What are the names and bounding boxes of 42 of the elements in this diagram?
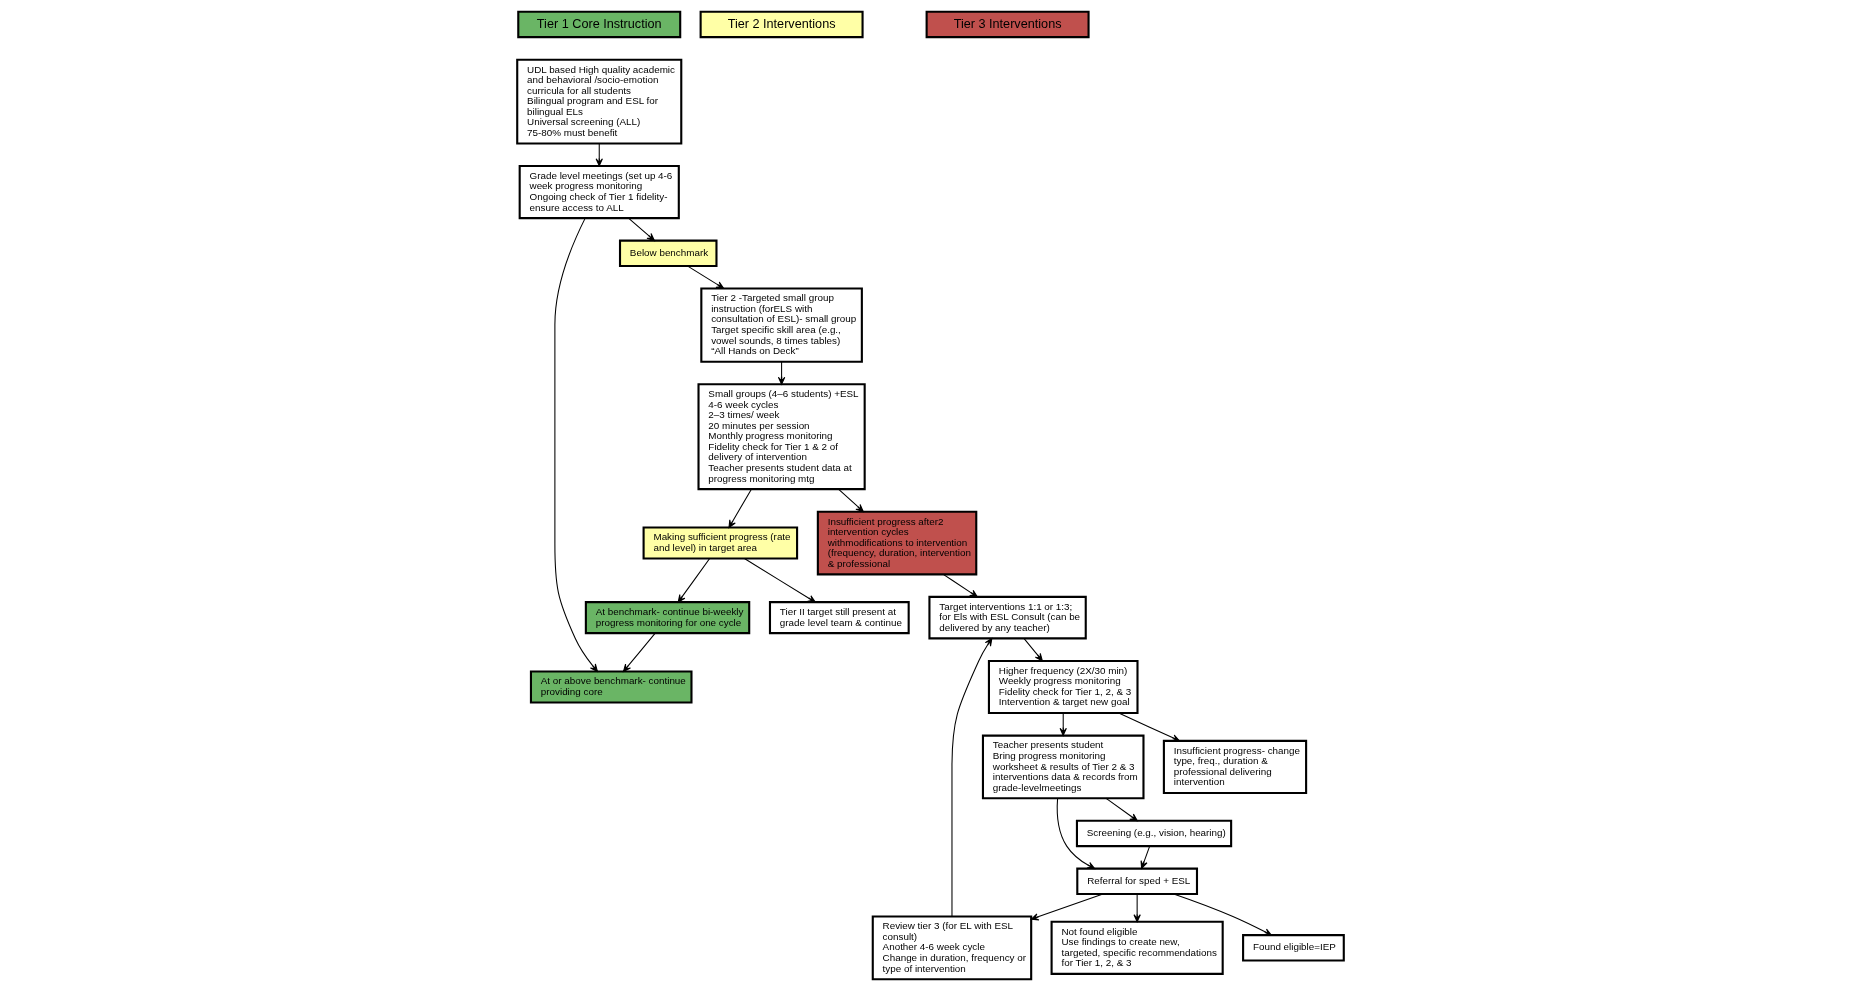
node-box: Small groups (4–6 students) +ESL 4-6 week cycles 2–3 times/ week 20 minutes per session Monthly progress monitoring Fidelity check for Tier 1 & 2 of delivery of intervention Teacher presents student data at progress monitoring mtg bbox=[696, 382, 866, 490]
node-box: Tier 2 Interventions bbox=[699, 10, 864, 38]
arrow bbox=[1059, 712, 1067, 736]
arrow bbox=[1104, 797, 1138, 821]
node-box: Referral for sped + ESL bbox=[1075, 867, 1198, 895]
arrow bbox=[837, 488, 864, 512]
arrow bbox=[743, 557, 816, 603]
arrow bbox=[1030, 893, 1103, 920]
arrow bbox=[950, 637, 992, 917]
node-box: Tier 2 -Targeted small group instruction (forELS with consultation of ESL)- small group Target specific skill area (e.g., vowel sounds, 8 times tables) “All Hands on Deck” bbox=[699, 286, 863, 363]
node-box: Review tier 3 (for EL with ESL consult) Another 4-6 week cycle Change in duration, frequency or type of intervention bbox=[871, 914, 1032, 980]
arrow bbox=[1132, 893, 1141, 922]
arrow bbox=[677, 557, 710, 603]
node-box: At benchmark- continue bi-weekly progress monitoring for one cycle bbox=[584, 600, 750, 634]
node-box: At or above benchmark- continue providing core bbox=[529, 669, 693, 704]
node-box: Screening (e.g., vision, hearing) bbox=[1075, 819, 1232, 847]
node-box: Teacher presents student Bring progress monitoring worksheet & results of Tier 2 & 3 interventions data & records from grade-levelmeetings bbox=[981, 734, 1145, 799]
node-box: Tier 3 Interventions bbox=[925, 10, 1090, 38]
arrow bbox=[942, 573, 978, 597]
arrow bbox=[686, 265, 724, 289]
arrow bbox=[622, 632, 656, 672]
arrow bbox=[627, 217, 655, 241]
arrow bbox=[1172, 893, 1272, 936]
arrow bbox=[1117, 712, 1180, 741]
node-box: Insufficient progress after2 intervention cycles withmodifications to intervention (frequency, duration, intervention & professional bbox=[816, 510, 977, 575]
node-box: Found eligible=IEP bbox=[1241, 933, 1345, 962]
arrow bbox=[777, 360, 785, 385]
arrow bbox=[1023, 637, 1043, 661]
node-box: Tier 1 Core Instruction bbox=[516, 10, 681, 38]
node-box: Grade level meetings (set up 4-6 week progress monitoring Ongoing check of Tier 1 fidelity- ensure access to ALL bbox=[518, 164, 680, 219]
node-box: Insufficient progress- change type, freq., duration & professional delivering intervention bbox=[1162, 739, 1307, 794]
node-box: Making sufficient progress (rate and level) in target area bbox=[642, 525, 798, 560]
arrow bbox=[1056, 797, 1095, 869]
node-box: Tier II target still present at grade level team & continue bbox=[768, 600, 910, 634]
node-box: UDL based High quality academic and behavioral /socio-emotion curricula for all students Bilingual program and ESL for bilingual ELs Universal screening (ALL) 75-80% must benefit bbox=[515, 58, 682, 145]
node-box: Higher frequency (2X/30 min) Weekly progress monitoring Fidelity check for Tier 1, 2, & 3 Intervention & target new goal bbox=[987, 659, 1139, 714]
arrow bbox=[1140, 845, 1150, 869]
arrow bbox=[553, 217, 598, 672]
arrow bbox=[727, 488, 752, 528]
node-box: Target interventions 1:1 or 1:3; for Els with ESL Consult (can be delivered by any teacher) bbox=[927, 595, 1087, 639]
node-box: Not found eligible Use findings to create new, targeted, specific recommendations for Tier 1, 2, & 3 bbox=[1050, 920, 1224, 975]
node-box: Below benchmark bbox=[618, 239, 718, 267]
